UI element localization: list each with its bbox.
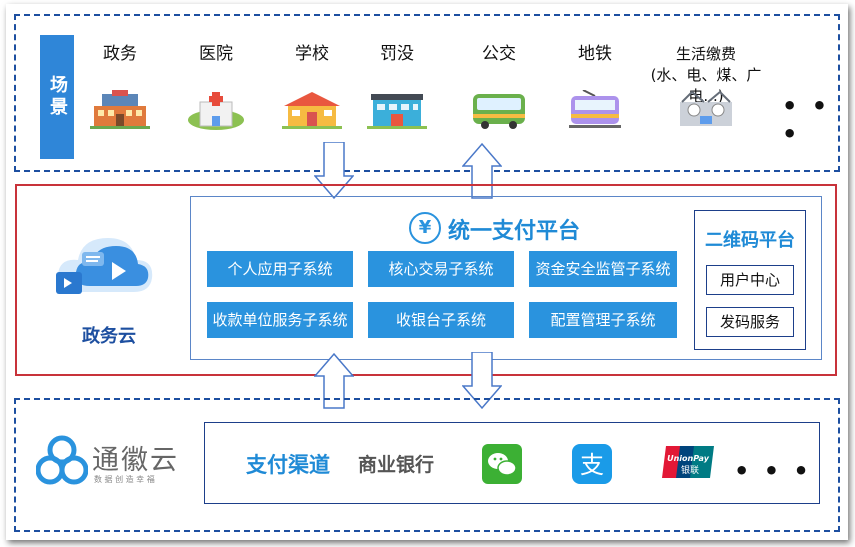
unionpay-text: UnionPay	[667, 454, 710, 463]
school-icon	[282, 92, 342, 129]
scene-name: 学校	[295, 44, 329, 64]
tonghuiyun-logo-icon	[36, 435, 88, 485]
scene-name: 地铁	[578, 44, 612, 64]
brand-name: 通徽云	[92, 445, 179, 476]
channel-label: 支付渠道	[246, 453, 330, 477]
qr-platform-box	[694, 210, 806, 350]
scene-government: 政务	[75, 44, 165, 134]
scene-name: 生活缴费 (水、电、煤、广电...)	[650, 45, 762, 105]
scene-name: 医院	[199, 44, 233, 64]
wechat-pay-icon	[482, 444, 522, 484]
arrow-up-to-platform	[314, 352, 354, 409]
hospital-icon	[188, 92, 244, 130]
channel-section	[14, 398, 840, 532]
government-building-icon	[90, 90, 150, 129]
penalty-office-icon	[367, 94, 427, 129]
scene-penalty: 罚没	[352, 44, 442, 134]
cloud-name: 政务云	[82, 326, 136, 347]
scene-name: 公交	[482, 44, 516, 64]
government-cloud-icon	[56, 238, 153, 294]
subsystem-config-mgmt: 配置管理子系统	[529, 302, 677, 338]
brand-slogan: 数 据 创 造 幸 福	[94, 475, 155, 484]
cloud-section	[15, 184, 837, 376]
arrow-down-to-channels	[462, 352, 502, 410]
scene-school: 学校	[267, 44, 357, 134]
platform-box	[190, 196, 822, 360]
channel-box	[204, 422, 820, 504]
commercial-bank: 商业银行	[358, 454, 435, 476]
scene-utility: 生活缴费 (水、电、煤、广电...)	[648, 44, 764, 134]
scene-bus: 公交	[454, 44, 544, 134]
yuan-icon: ¥	[409, 212, 441, 244]
platform-title: 统一支付平台	[448, 219, 581, 244]
scene-label: 场景	[40, 35, 74, 159]
unionpay-cn-text: 银联	[681, 464, 699, 476]
channel-more: • • •	[734, 457, 812, 485]
scene-more: • • •	[782, 92, 831, 148]
scene-name: 政务	[103, 44, 137, 64]
subsystem-cashier: 收银台子系统	[368, 302, 514, 338]
subsystem-fund-security: 资金安全监管子系统	[529, 251, 677, 287]
subsystem-core-trade: 核心交易子系统	[368, 251, 514, 287]
utility-payment-icon	[680, 90, 732, 126]
qr-user-center: 用户中心	[706, 265, 794, 295]
qr-code-service: 发码服务	[706, 307, 794, 337]
bus-icon	[473, 94, 525, 129]
scene-metro: 地铁	[550, 44, 640, 134]
svg-text:支: 支	[580, 451, 604, 479]
unionpay-icon: UnionPay 银联	[662, 446, 714, 478]
scene-section	[14, 14, 840, 172]
qr-platform-title: 二维码平台	[705, 230, 795, 251]
subsystem-payee-service: 收款单位服务子系统	[207, 302, 353, 338]
scene-hospital: 医院	[171, 44, 261, 134]
alipay-icon: 支	[572, 444, 612, 484]
metro-icon	[569, 89, 621, 128]
diagram-frame: 场景 政务 医院 学校 罚没	[6, 4, 848, 540]
scene-name: 罚没	[380, 44, 414, 64]
subsystem-personal-app: 个人应用子系统	[207, 251, 353, 287]
